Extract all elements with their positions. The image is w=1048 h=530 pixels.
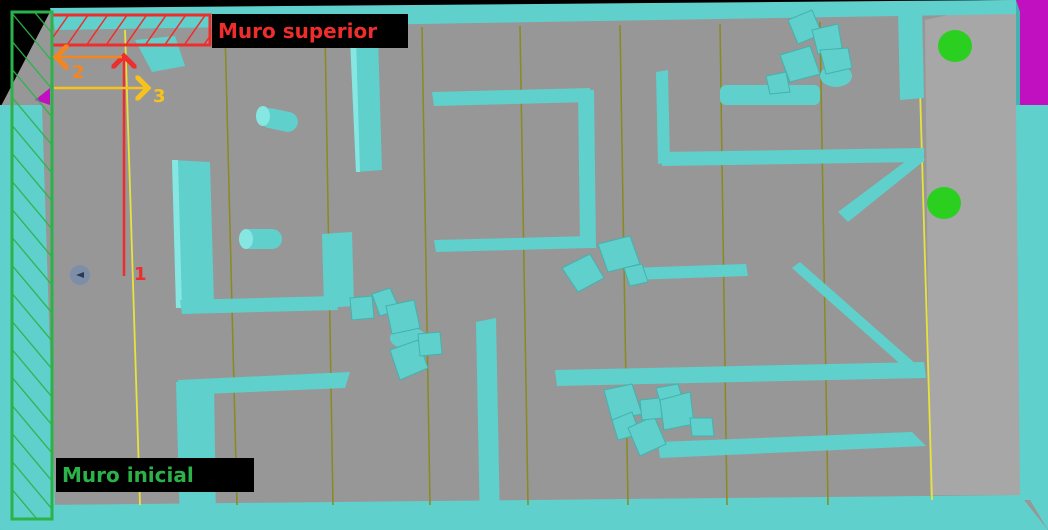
floor-lit-area (925, 0, 1030, 495)
wall-horizontal-o (658, 432, 926, 458)
cube-cluster-top-right (765, 9, 853, 95)
start-wall-highlight (10, 10, 54, 521)
wall-horizontal-b (432, 88, 590, 106)
wall-diagonal-m (792, 262, 925, 378)
wall-horizontal-j (180, 296, 338, 314)
wall-pillar-i (172, 160, 214, 308)
wall-vertical-r (176, 380, 216, 528)
outer-wall-bottom (0, 495, 1048, 530)
cube-cluster-left (349, 287, 443, 381)
top-wall-highlight (50, 13, 212, 47)
wall-horizontal-l (628, 264, 748, 280)
cube-cluster-bottom (603, 383, 715, 457)
corner-marker-right (1016, 0, 1048, 105)
outer-wall-right-top (1016, 0, 1020, 105)
wall-horizontal-n (555, 362, 926, 386)
cylinder-obstacle (239, 229, 282, 249)
wall-diagonal-h (838, 152, 925, 222)
step-1-number: 1 (134, 264, 147, 285)
wall-vertical-c (578, 90, 596, 248)
step-2-number: 2 (72, 62, 85, 83)
maze-walls (135, 8, 926, 528)
wall-horizontal-q (178, 372, 350, 395)
wall-vertical-p (476, 318, 500, 528)
start-wall-label: Muro inicial (56, 458, 254, 492)
outer-wall-right (1016, 105, 1048, 530)
start-line (124, 29, 141, 506)
wall-vertical-e (898, 8, 924, 100)
goal-marker (927, 187, 961, 219)
wall-horizontal-g (660, 148, 924, 166)
cylinder-obstacle (256, 106, 298, 132)
wall-cylinder-s (720, 85, 820, 105)
robot-icon (70, 265, 90, 285)
goal-marker (938, 30, 972, 62)
step-3-number: 3 (153, 86, 166, 107)
wall-vertical-k (322, 232, 354, 308)
finish-line (917, 19, 933, 501)
cube-cluster-mid (561, 235, 649, 293)
top-wall-label: Muro superior (212, 14, 408, 48)
wall-horizontal-d (434, 236, 592, 252)
wall-vertical-f (656, 70, 670, 164)
